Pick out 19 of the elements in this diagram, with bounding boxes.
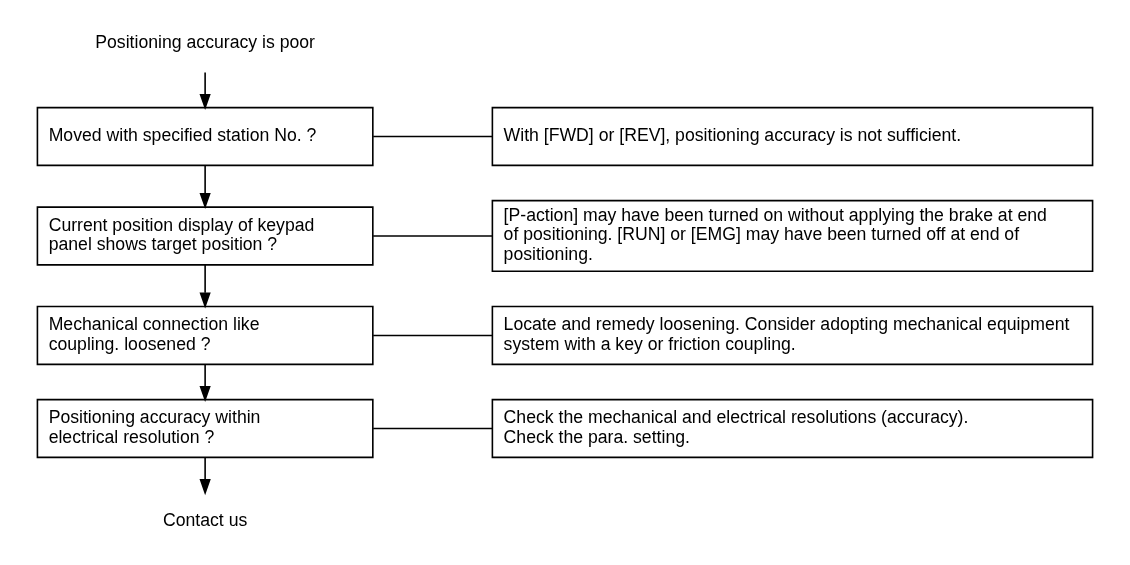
arrow xyxy=(199,164,211,210)
node-box: Locate and remedy loosening. Consider adopting mechanical equipment system with a key or friction coupling. xyxy=(491,305,1094,366)
connector xyxy=(372,427,494,430)
connector xyxy=(372,235,494,237)
node-box: Moved with specified station No. ? xyxy=(36,106,374,167)
arrow xyxy=(199,456,211,496)
connector xyxy=(372,334,494,337)
node-box: Positioning accuracy within electrical resolution ? xyxy=(36,398,374,459)
node-box: Check the mechanical and electrical resolutions (accuracy). Check the para. setting. xyxy=(491,398,1094,459)
node-box: [P-action] may have been turned on without applying the brake at end of positioning. [RUN] or [EMG] may have been turned off at end of positioning. xyxy=(491,199,1094,273)
arrow xyxy=(199,264,211,309)
node-box: Current position display of keypad panel shows target position ? xyxy=(36,206,374,266)
node-text: Positioning accuracy is poor xyxy=(95,31,315,52)
connector xyxy=(372,135,494,138)
node-text: Contact us xyxy=(162,510,248,531)
arrow xyxy=(199,363,211,403)
node-box: Mechanical connection like coupling. loosened ? xyxy=(36,305,374,366)
node-box: With [FWD] or [REV], positioning accuracy is not sufficient. xyxy=(491,106,1094,167)
arrow xyxy=(199,71,211,110)
